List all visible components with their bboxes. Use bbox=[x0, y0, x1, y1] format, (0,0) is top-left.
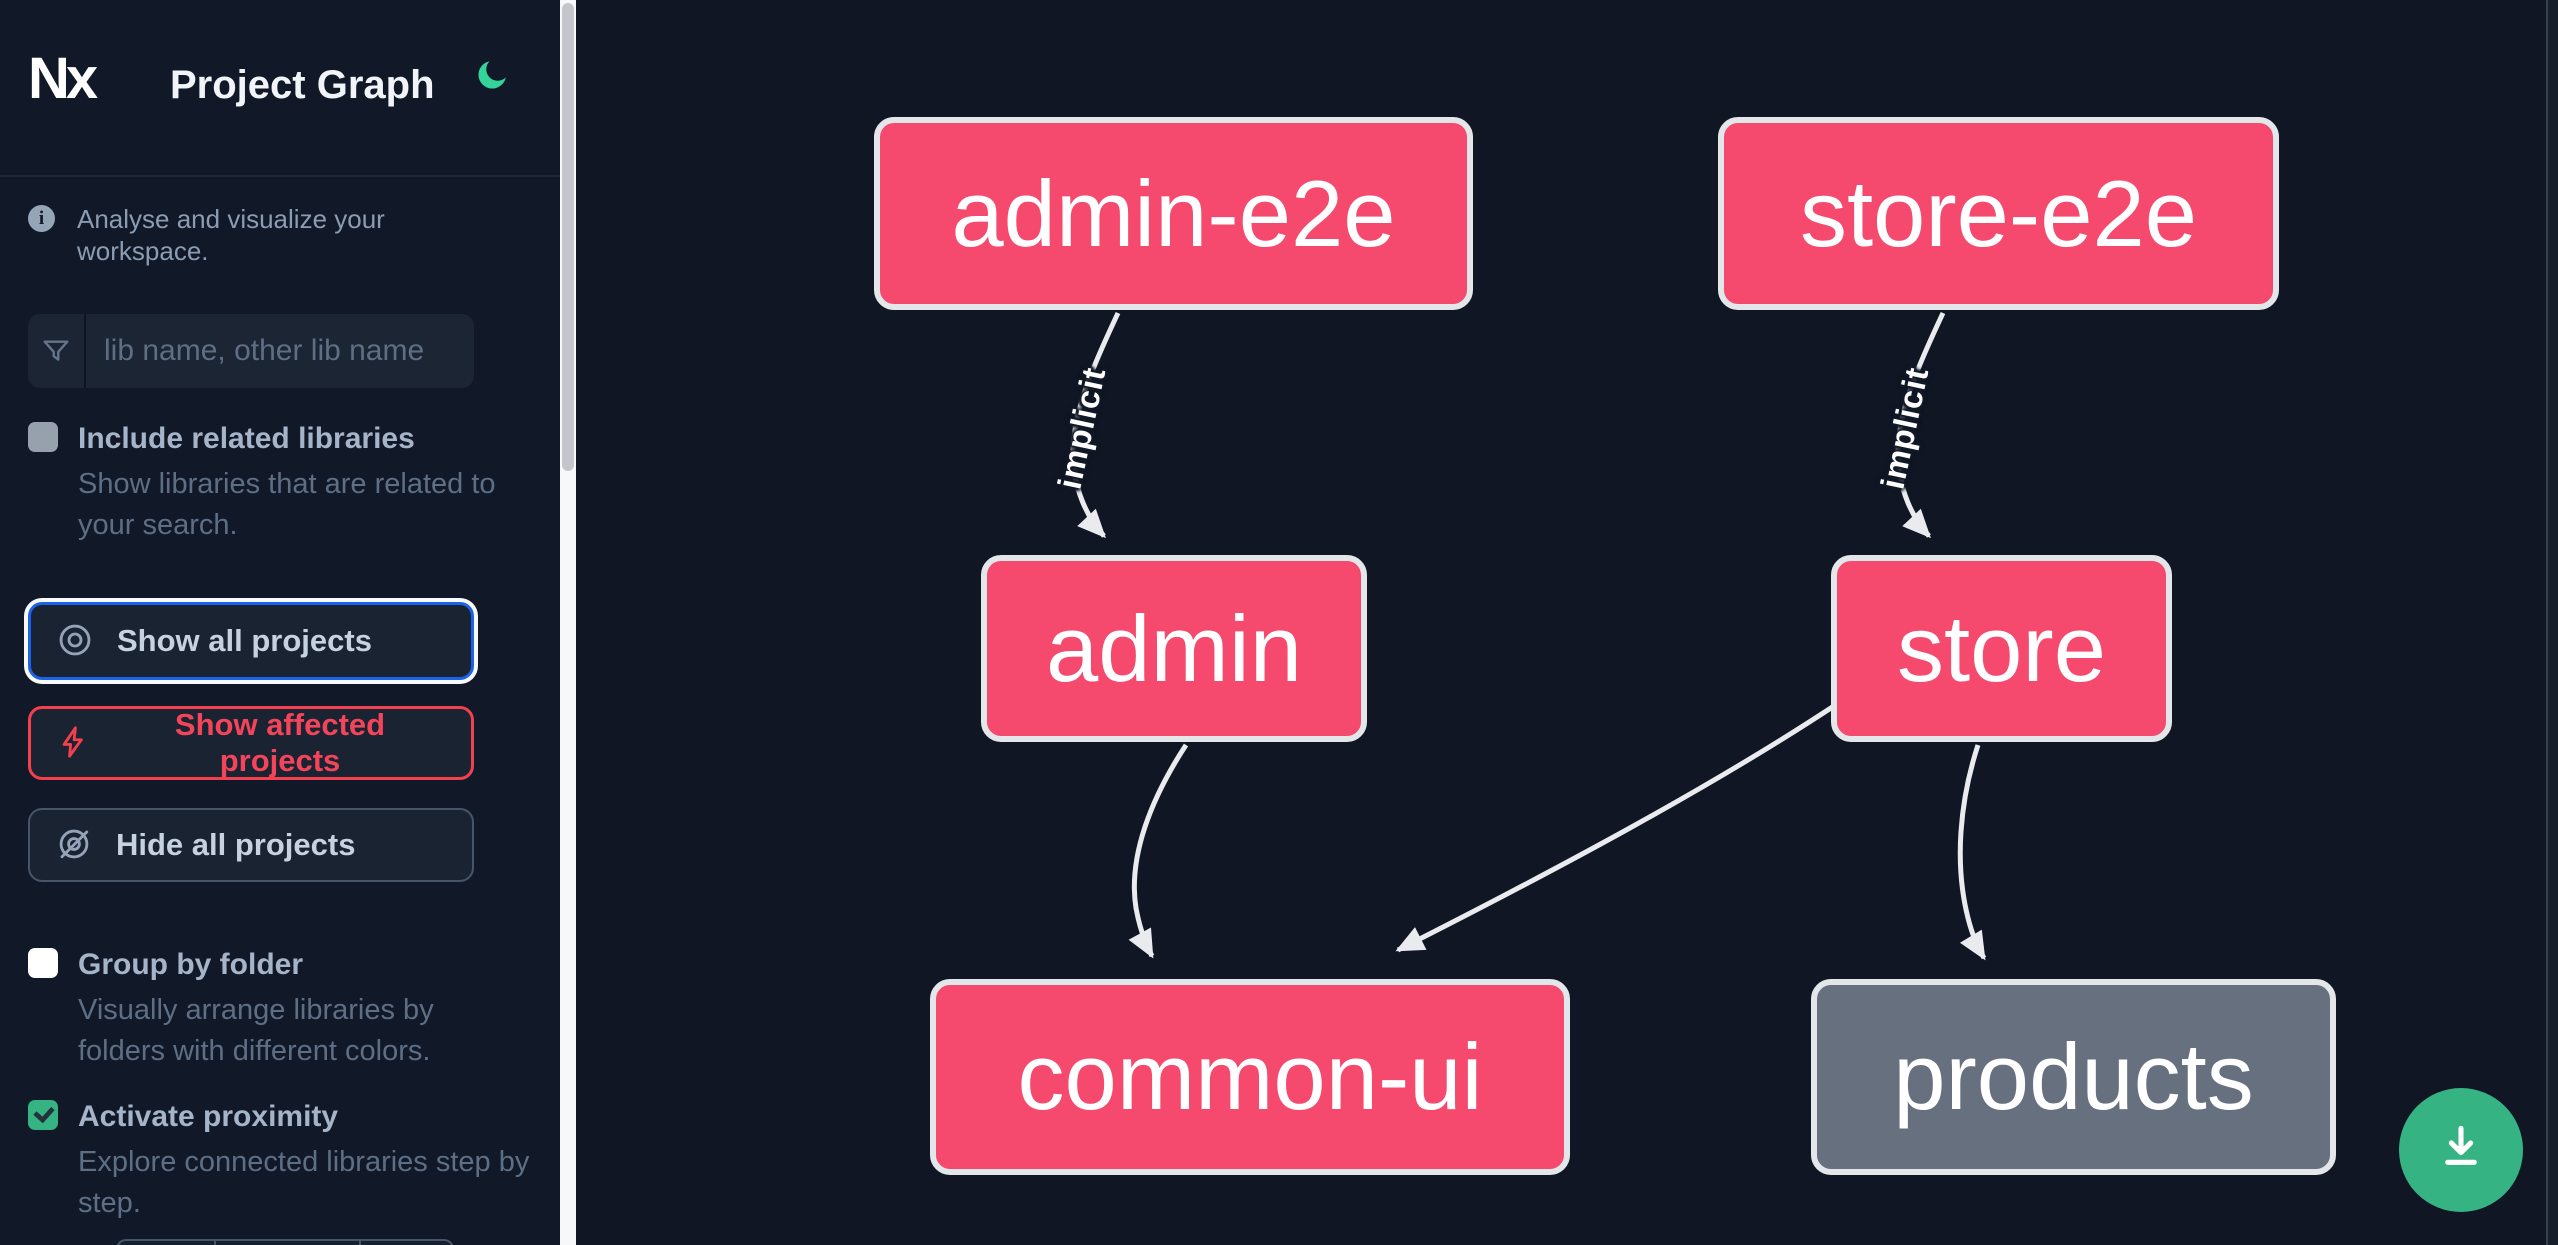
page-scrollbar[interactable] bbox=[2546, 0, 2558, 1245]
node-store[interactable]: store bbox=[1831, 555, 2172, 742]
option-description: Show libraries that are related to your … bbox=[78, 468, 496, 541]
show-all-projects-button[interactable]: Show all projects bbox=[28, 602, 474, 680]
workspace-tagline: Analyse and visualize your workspace. bbox=[77, 204, 385, 266]
eye-icon bbox=[57, 622, 93, 661]
eye-slash-icon bbox=[56, 826, 92, 865]
nx-logo: Nx bbox=[28, 46, 98, 111]
checkbox-include-related[interactable] bbox=[28, 422, 58, 452]
option-include-related[interactable]: Include related libraries Show libraries… bbox=[28, 420, 518, 546]
moon-icon bbox=[474, 57, 510, 96]
download-icon bbox=[2432, 1120, 2490, 1181]
option-label: Activate proximity bbox=[78, 1100, 339, 1133]
node-common-ui[interactable]: common-ui bbox=[930, 979, 1570, 1175]
show-affected-projects-button[interactable]: Show affected projects bbox=[28, 706, 474, 780]
header-divider bbox=[0, 175, 560, 177]
node-store-e2e[interactable]: store-e2e bbox=[1718, 117, 2279, 310]
download-graph-button[interactable] bbox=[2399, 1088, 2523, 1212]
option-label: Group by folder bbox=[78, 948, 303, 981]
search-input[interactable] bbox=[86, 314, 474, 388]
checkbox-group-by-folder[interactable] bbox=[28, 948, 58, 978]
proximity-step-toggle-sliver[interactable] bbox=[116, 1239, 454, 1245]
edge-store-to-products bbox=[1957, 744, 1987, 961]
edge-admin-to-common-ui bbox=[1128, 743, 1189, 959]
edge-store-to-common-ui bbox=[1395, 699, 1842, 953]
search-box bbox=[28, 314, 474, 388]
option-group-by-folder[interactable]: Group by folder Visually arrange librari… bbox=[28, 946, 518, 1072]
node-products[interactable]: products bbox=[1811, 979, 2336, 1175]
sidebar-scrollbar-thumb[interactable] bbox=[562, 3, 574, 471]
checkbox-activate-proximity[interactable] bbox=[28, 1100, 58, 1130]
sidebar-scrollbar[interactable] bbox=[560, 0, 576, 1245]
option-label: Include related libraries bbox=[78, 422, 415, 455]
hide-all-projects-button[interactable]: Hide all projects bbox=[28, 808, 474, 882]
info-icon: i bbox=[28, 205, 55, 232]
option-description: Explore connected libraries step by step… bbox=[78, 1146, 530, 1219]
edge-label-implicit: implicit bbox=[1873, 363, 1936, 493]
node-admin-e2e[interactable]: admin-e2e bbox=[874, 117, 1473, 310]
bolt-icon bbox=[57, 725, 91, 762]
edge-label-implicit: implicit bbox=[1050, 363, 1113, 493]
workspace-tagline-row: i Analyse and visualize your workspace. bbox=[28, 203, 498, 267]
sidebar: Nx Project Graph i Analyse and visualize… bbox=[0, 0, 560, 1245]
page-title: Project Graph bbox=[170, 63, 435, 107]
option-description: Visually arrange libraries by folders wi… bbox=[78, 994, 434, 1067]
theme-toggle-button[interactable] bbox=[472, 56, 512, 96]
funnel-icon bbox=[28, 314, 86, 388]
project-graph-canvas[interactable]: implicit implicit admin-e2e store-e2e ad… bbox=[576, 0, 2558, 1245]
node-admin[interactable]: admin bbox=[981, 555, 1367, 742]
option-activate-proximity[interactable]: Activate proximity Explore connected lib… bbox=[28, 1098, 529, 1224]
